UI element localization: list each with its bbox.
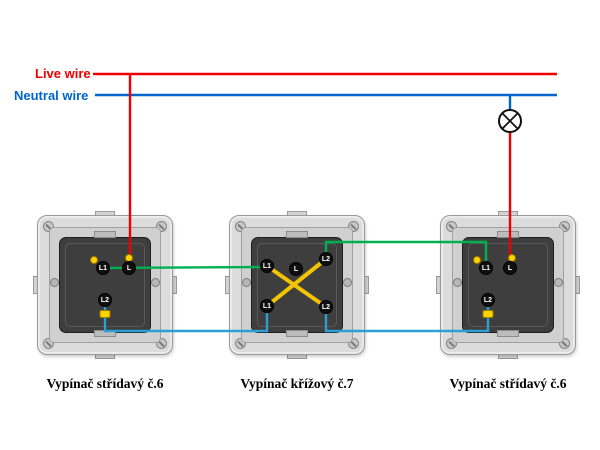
terminal-screw-icon [90,256,98,264]
terminal-badge-l1: L1 [260,259,274,273]
switch-caption-right: Vypínač střídavý č.6 [449,376,567,391]
terminal-badge-l1: L1 [96,261,110,275]
terminal-badge-l1: L1 [260,299,274,313]
plate-screw-icon [348,221,359,232]
plate-screw-icon [446,338,457,349]
plate-screw-icon [156,221,167,232]
plate-screw-icon [43,221,54,232]
claw-bar-icon [286,231,308,238]
terminal-badge-l2: L2 [319,252,333,266]
terminal-badge-l1: L1 [479,261,493,275]
terminal-screw-icon [99,310,111,318]
claw-screw-icon [453,278,462,287]
claw-screw-icon [242,278,251,287]
claw-bar-icon [286,330,308,337]
plate-screw-icon [559,221,570,232]
terminal-badge-l: L [503,261,517,275]
live-wire-label: Live wire [35,66,91,81]
terminal-badge-l2: L2 [481,293,495,307]
claw-screw-icon [50,278,59,287]
claw-bar-icon [94,231,116,238]
claw-bar-icon [497,330,519,337]
plate-screw-icon [559,338,570,349]
claw-screw-icon [343,278,352,287]
plate-screw-icon [235,221,246,232]
terminal-badge-l: L [122,261,136,275]
neutral-wire-label: Neutral wire [14,88,89,103]
claw-screw-icon [151,278,160,287]
terminal-screw-icon [482,310,494,318]
terminal-badge-l2: L2 [319,300,333,314]
plate-screw-icon [156,338,167,349]
plate-screw-icon [348,338,359,349]
claw-screw-icon [554,278,563,287]
plate-screw-icon [446,221,457,232]
switch-caption-left: Vypínač střídavý č.6 [46,376,164,391]
claw-bar-icon [497,231,519,238]
plate-screw-icon [235,338,246,349]
terminal-badge-l: L [289,262,303,276]
plate-screw-icon [43,338,54,349]
terminal-badge-l2: L2 [98,293,112,307]
switch-caption-middle: Vypínač křížový č.7 [240,376,354,391]
